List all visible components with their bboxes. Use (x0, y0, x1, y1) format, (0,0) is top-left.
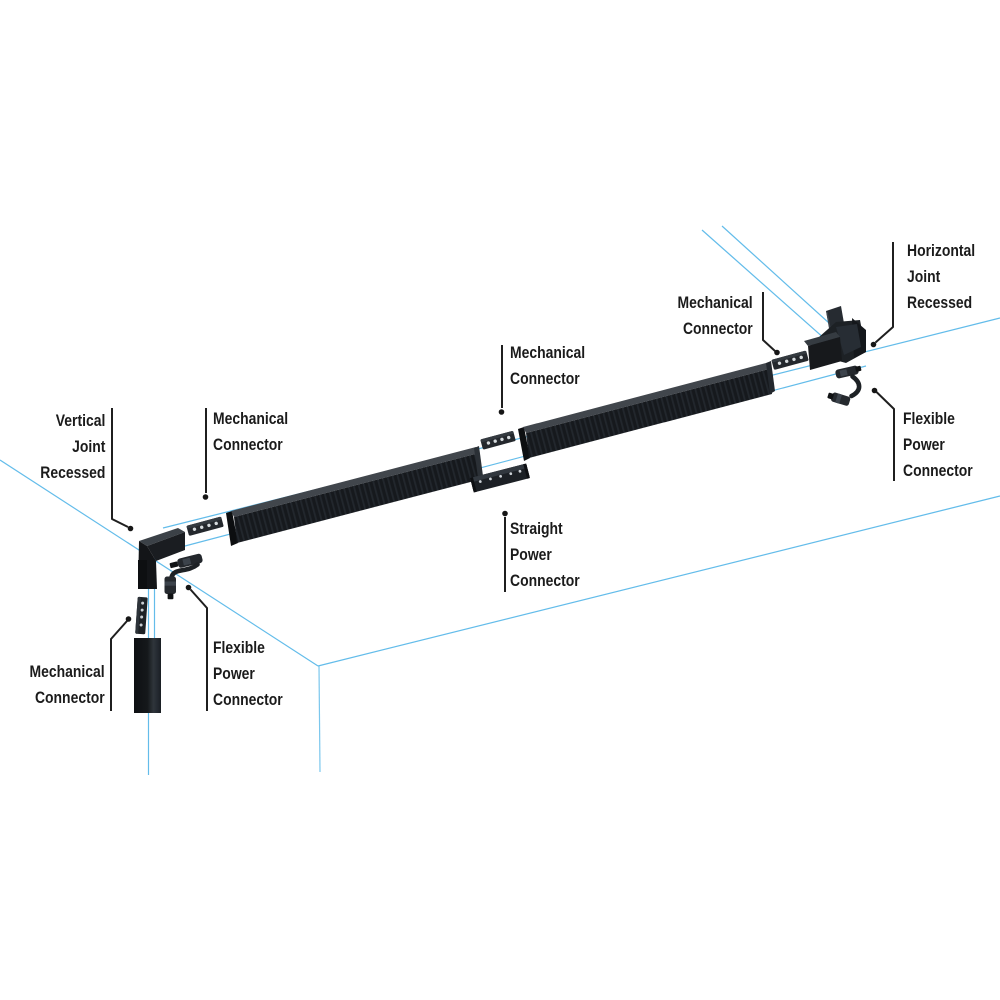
segment-b-right-cap (766, 361, 775, 394)
label-straight-power-connector: Straight Power Connector (510, 519, 580, 590)
segment-b-bevel (523, 363, 769, 433)
plate-hole (214, 521, 218, 526)
plate-hole (777, 361, 782, 365)
segment-a-right-cap (474, 446, 483, 478)
connector-hole (489, 477, 492, 481)
mechanical-connector-plate-2 (480, 431, 516, 450)
label-flexible-power-connector-bottom: Flexible Power Connector (213, 638, 283, 709)
segment-b-left-cap (518, 427, 530, 461)
plate-hole (141, 601, 145, 605)
track-segment-b (518, 361, 775, 461)
leader-flexible-right (875, 391, 895, 481)
plate-hole (200, 525, 204, 529)
left-wall-edge-line (0, 459, 319, 667)
vertical-track-segment (134, 638, 161, 713)
leader-dot (185, 584, 192, 591)
corner-joint-front-face (147, 532, 185, 561)
leader-dot (870, 341, 877, 348)
flexible-power-connector-right-piece (827, 365, 862, 406)
leader-mechanical-upper-right (762, 292, 776, 352)
flexible-power-connector-left-piece (164, 553, 203, 600)
plate-hole (207, 523, 211, 528)
leader-flexible-bottom (189, 588, 208, 711)
connector-hole (478, 480, 482, 483)
leader-dot (125, 616, 132, 622)
leader-vertical-joint-recessed (111, 408, 129, 528)
far-wall-slot-line-left (701, 229, 844, 356)
horizontal-joint-recessed-piece (804, 306, 866, 370)
label-mechanical-connector-bottom-left: Mechanical Connector (29, 662, 105, 707)
vertical-joint-recessed-piece (138, 528, 185, 589)
plate-hole (799, 355, 803, 360)
leader-lines (110, 242, 895, 711)
segment-b-front (526, 369, 772, 458)
plate-hole (785, 359, 789, 363)
plate-hole (486, 441, 491, 445)
plate-hole (139, 623, 143, 627)
leader-dot (127, 525, 134, 532)
leader-dot (202, 494, 209, 500)
plate-hole (792, 357, 796, 362)
label-vertical-joint-recessed: Vertical Joint Recessed (39, 411, 105, 482)
plate-hole (507, 435, 511, 440)
label-horizontal-joint-recessed: Horizontal Joint Recessed (907, 241, 976, 312)
corner-joint-top-face (139, 528, 185, 546)
leader-dot (871, 387, 878, 394)
corner-joint-shade (138, 560, 147, 589)
leader-dots (125, 341, 878, 622)
label-mechanical-connector-middle: Mechanical Connector (510, 343, 586, 388)
flex-cable (169, 562, 200, 580)
connector-hole (499, 474, 502, 478)
label-flexible-power-connector-right: Flexible Power Connector (903, 409, 973, 480)
mechanical-connector-plate-3 (771, 350, 809, 370)
leader-dot (502, 510, 508, 517)
leader-dot (774, 349, 780, 356)
connector-hole (509, 472, 513, 476)
corner-vertical-line (318, 665, 321, 773)
plate-hole (192, 527, 197, 531)
joint-stub-bevel (804, 332, 840, 346)
joint-stub-front (808, 337, 842, 370)
right-wall-edge-line (317, 495, 1000, 667)
plate-hole (500, 437, 504, 442)
leader-dot (498, 409, 505, 415)
plate-hole (493, 439, 497, 443)
straight-power-connector-piece (470, 463, 530, 493)
connector-hole (518, 469, 522, 473)
segment-a-left-cap (226, 511, 238, 546)
segment-a-bevel (231, 447, 479, 517)
track-segment-a (226, 446, 483, 546)
plate-hole (140, 615, 144, 619)
leader-mechanical-bottom-left (110, 620, 128, 711)
label-mechanical-connector-upper-left: Mechanical Connector (213, 409, 289, 454)
leader-horizontal-joint (874, 242, 894, 344)
segment-a-front (234, 453, 482, 543)
plate-hole (140, 608, 144, 612)
mechanical-connector-plate-vertical (135, 596, 148, 635)
joint-inner-facet (836, 324, 861, 355)
label-mechanical-connector-upper-right: Mechanical Connector (677, 293, 753, 338)
flex-cable (849, 374, 862, 399)
mechanical-connector-plate-1 (186, 516, 224, 536)
